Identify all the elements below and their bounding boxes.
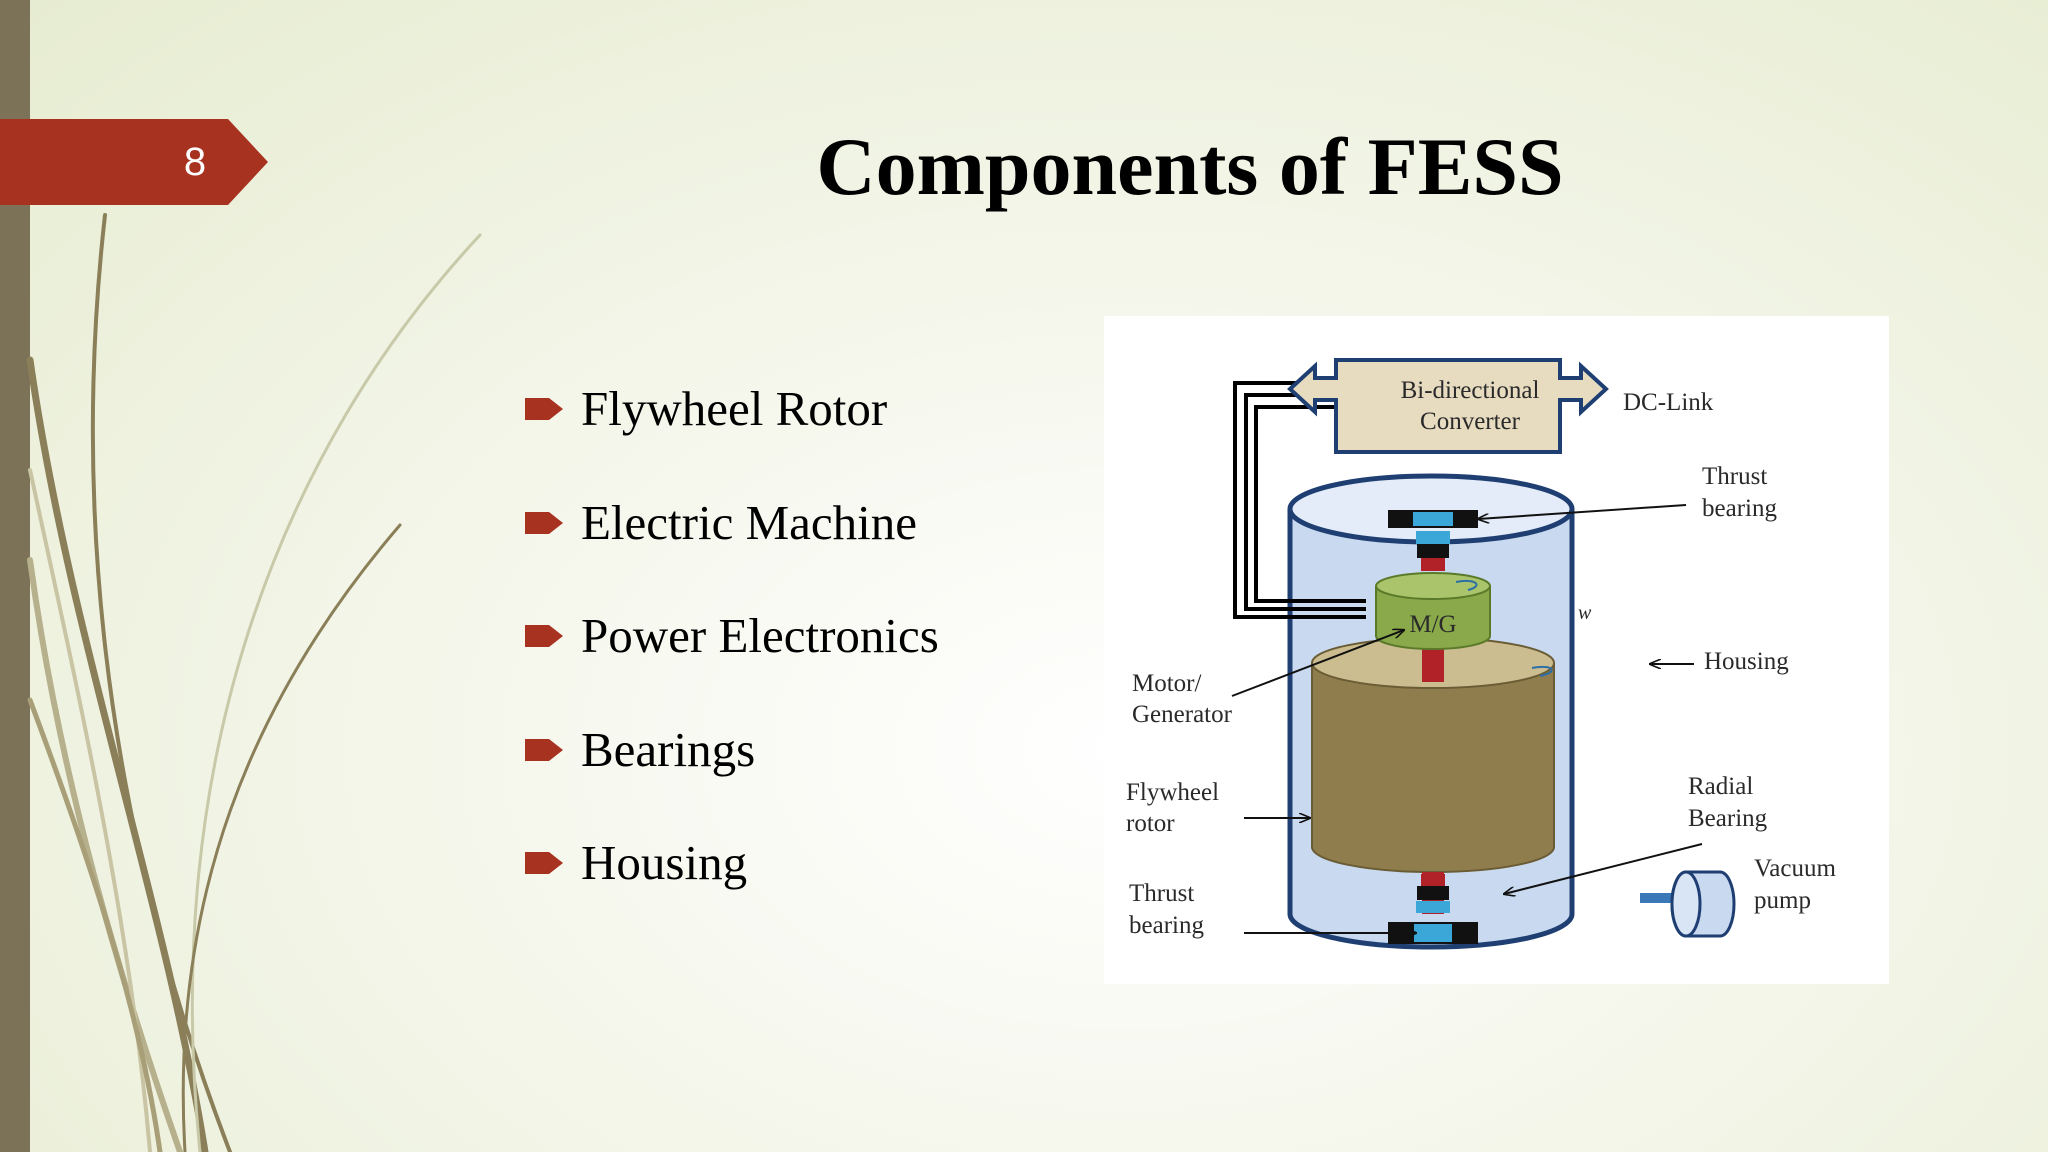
motor-generator-label-line1: Motor/	[1132, 670, 1202, 697]
converter-label-line1: Bi-directional	[1401, 377, 1540, 404]
decorative-swooshes	[26, 213, 482, 1152]
rotation-arrow-icon	[1531, 666, 1553, 677]
thrust-bearing-top	[1388, 510, 1478, 571]
page-number: 8	[183, 140, 207, 184]
thrust-bearing-bottom-label-line1: Thrust	[1129, 880, 1194, 907]
slide-title: Components of FESS	[816, 121, 1564, 212]
fess-diagram: Bi-directional Converter DC-Link M/G w	[1104, 316, 1889, 984]
arrow-bullet-icon	[525, 852, 563, 874]
thrust-bearing-bottom-label-line2: bearing	[1129, 912, 1204, 939]
list-item: Flywheel Rotor	[525, 362, 1085, 476]
radial-bearing-label-line2: Bearing	[1688, 805, 1768, 832]
thrust-bearing-bottom	[1388, 874, 1478, 944]
list-item: Bearings	[525, 703, 1085, 817]
bullet-label-electric-machine: Electric Machine	[581, 494, 918, 550]
bullet-label-power-electronics: Power Electronics	[581, 608, 939, 663]
dc-link-label: DC-Link	[1623, 389, 1714, 416]
arrow-bullet-icon	[525, 398, 563, 420]
rotation-arrow-icon	[1455, 580, 1478, 591]
radial-bearing-pointer	[1504, 843, 1703, 894]
flywheel-rotor-label-line2: rotor	[1126, 810, 1175, 837]
bullet-label-bearings: Bearings	[581, 721, 756, 777]
housing-label: Housing	[1704, 648, 1789, 675]
radial-bearing-label-line1: Radial	[1688, 773, 1753, 800]
page-number-tab	[0, 119, 268, 205]
thrust-bearing-top-label-line2: bearing	[1702, 495, 1777, 522]
list-item: Housing	[525, 816, 1085, 930]
machine-label: M/G	[1409, 611, 1456, 638]
motor-generator-pointer	[1231, 630, 1404, 697]
bullet-label-flywheel-rotor: Flywheel Rotor	[581, 381, 888, 436]
arrow-bullet-icon	[525, 511, 563, 534]
arrow-bullet-icon	[525, 625, 563, 647]
vacuum-pump	[1640, 870, 1736, 938]
thrust-bearing-top-pointer	[1478, 504, 1687, 519]
bullet-label-housing: Housing	[581, 835, 748, 890]
vacuum-pump-label-line1: Vacuum	[1754, 855, 1836, 882]
motor-generator-label-line2: Generator	[1132, 701, 1233, 728]
converter-label-line2: Converter	[1420, 408, 1521, 435]
converter-block	[1287, 358, 1609, 454]
omega-label: w	[1578, 602, 1592, 624]
arrow-bullet-icon	[525, 738, 563, 761]
list-item: Power Electronics	[525, 589, 1085, 703]
bullet-list: Flywheel Rotor Electric Machine Power El…	[525, 362, 1085, 930]
list-item: Electric Machine	[525, 476, 1085, 590]
vacuum-pump-label-line2: pump	[1754, 887, 1811, 914]
thrust-bearing-top-label-line1: Thrust	[1702, 463, 1767, 490]
flywheel-rotor-label-line1: Flywheel	[1126, 779, 1219, 806]
